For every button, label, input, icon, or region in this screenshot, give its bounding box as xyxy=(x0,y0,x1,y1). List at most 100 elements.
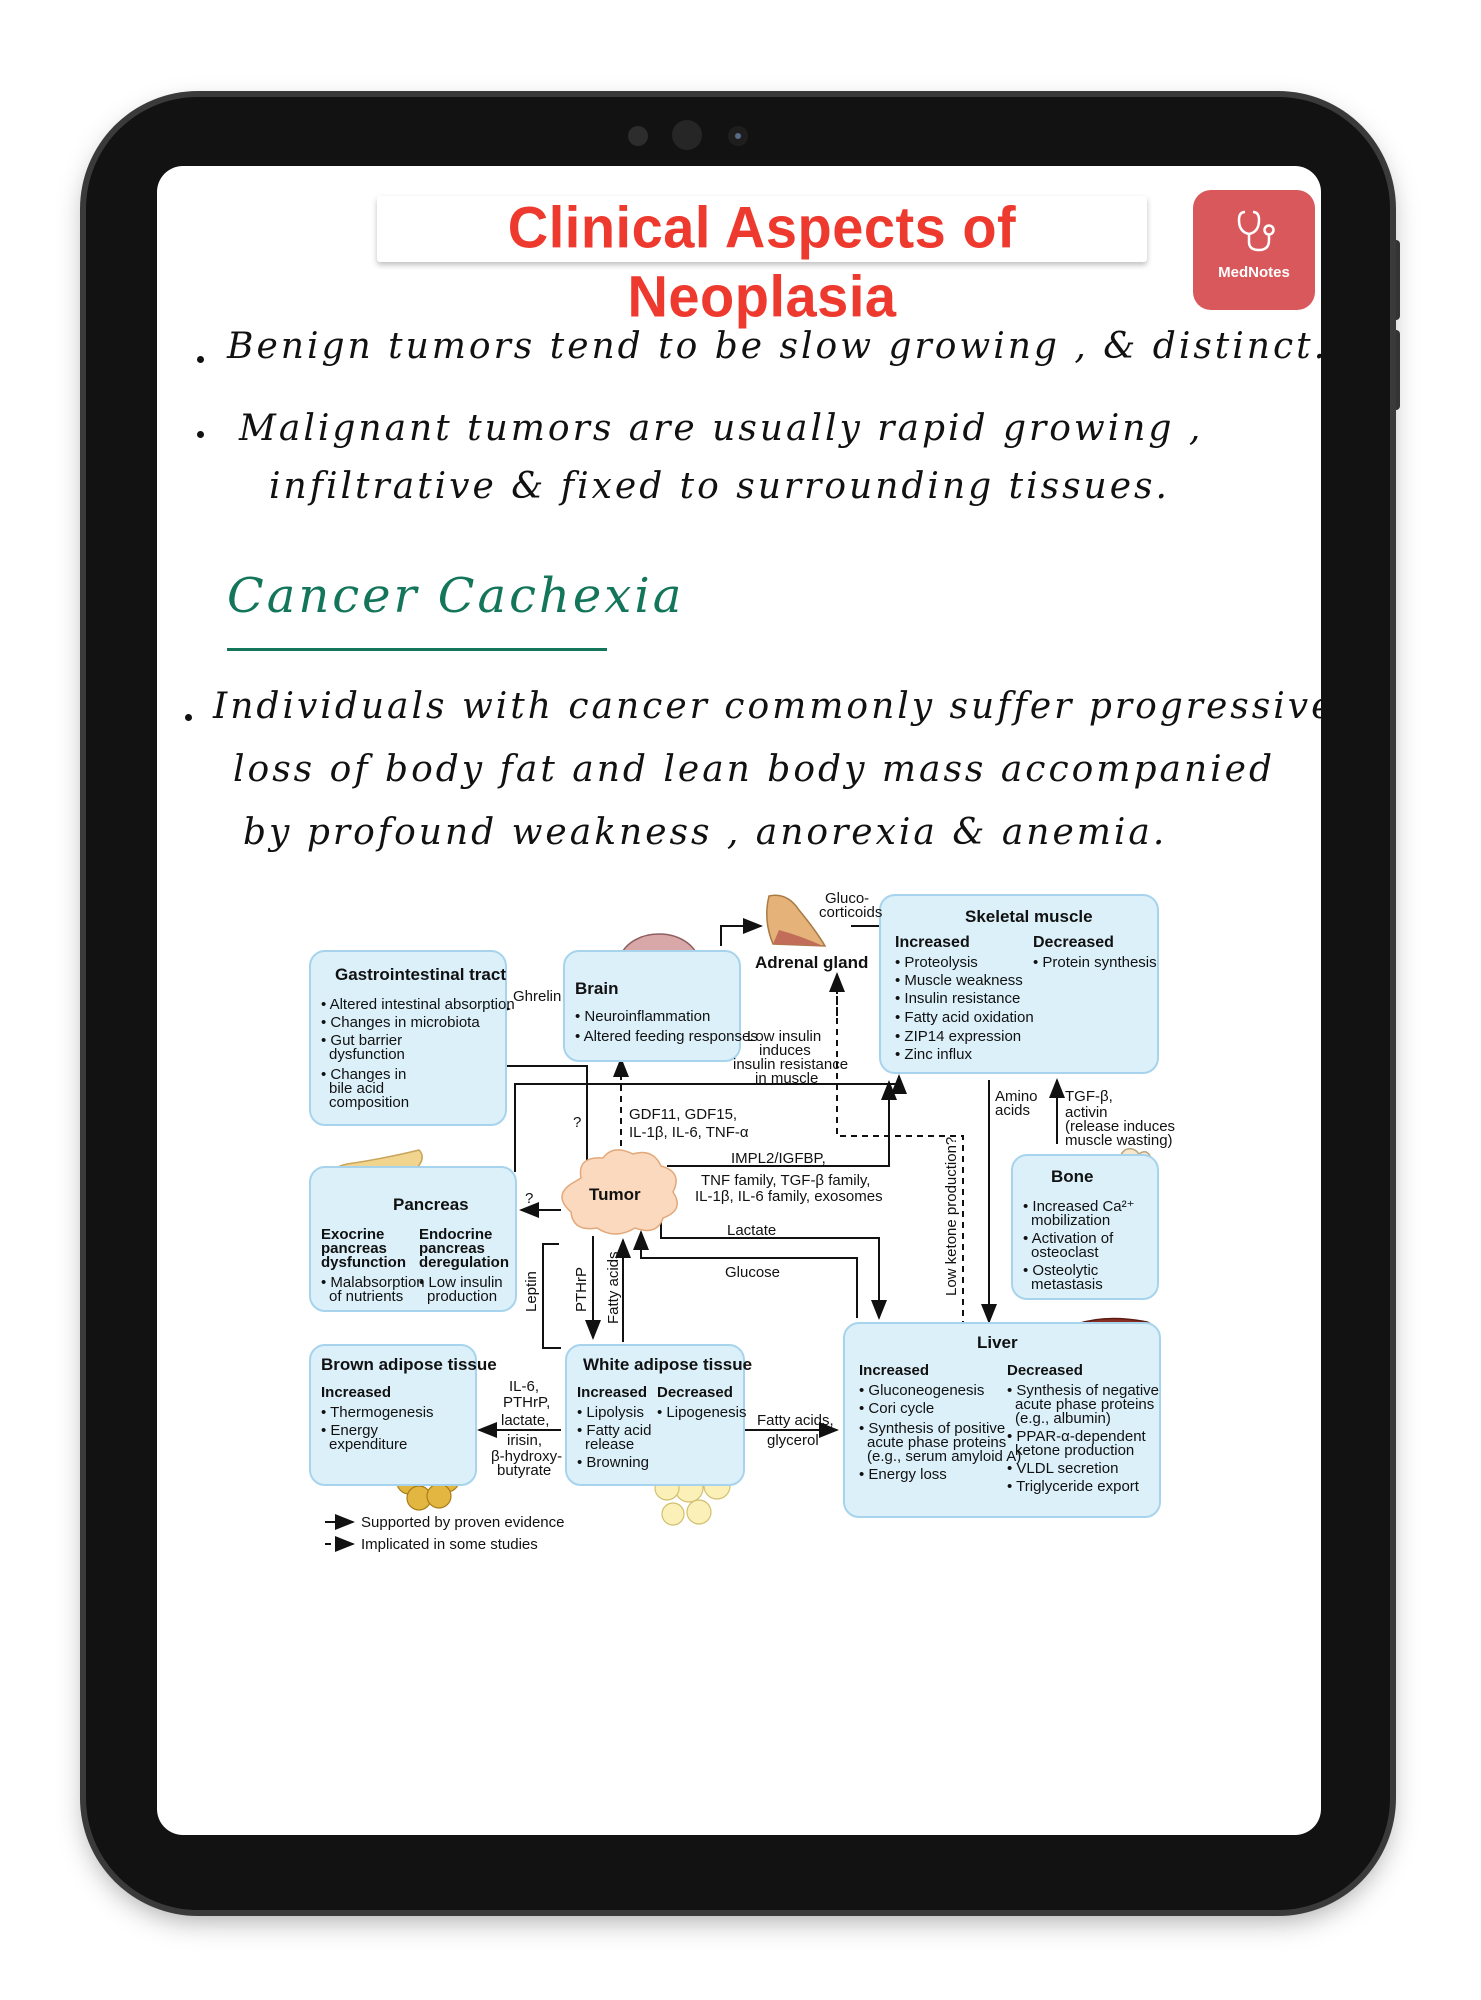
pancreas-title: Pancreas xyxy=(393,1195,469,1214)
white-inc-item: release xyxy=(585,1436,635,1453)
label-gdf: IL-1β, IL-6, TNF-α xyxy=(629,1124,749,1141)
label-il6: β-hydroxy- xyxy=(491,1448,563,1465)
note-benign: Benign tumors tend to be slow growing , … xyxy=(227,326,1321,367)
label-question: ? xyxy=(573,1114,582,1131)
bone-item: • Osteolytic xyxy=(1023,1262,1099,1279)
white-inc-item: • Lipolysis xyxy=(577,1404,644,1421)
label-fatty-acids: Fatty acids xyxy=(605,1251,622,1324)
label-fa-glycerol: glycerol xyxy=(767,1432,819,1449)
label-low-ketone: Low ketone production? xyxy=(943,1136,960,1296)
label-leptin: Leptin xyxy=(523,1271,540,1312)
page-title: Clinical Aspects of Neoplasia xyxy=(507,193,1017,330)
liver-dec-item: • PPAR-α-dependent xyxy=(1007,1428,1146,1445)
label-low-insulin: in muscle xyxy=(755,1070,819,1087)
white-title: White adipose tissue xyxy=(583,1355,753,1374)
liver-title: Liver xyxy=(977,1333,1018,1352)
label-amino: acids xyxy=(995,1102,1031,1119)
label-tgf: (release induces xyxy=(1065,1118,1176,1135)
arrow-low-ketone xyxy=(836,974,964,1324)
bone-item: osteoclast xyxy=(1031,1244,1099,1261)
brain-item: • Altered feeding responses xyxy=(575,1028,758,1045)
skeletal-inc-item: • Insulin resistance xyxy=(895,990,1021,1007)
brown-item: • Thermogenesis xyxy=(321,1404,434,1421)
bone-title: Bone xyxy=(1051,1167,1094,1186)
brain-title: Brain xyxy=(575,979,619,998)
white-inc-item: • Fatty acid xyxy=(577,1422,652,1439)
legend-dashed-label: Implicated in some studies xyxy=(361,1536,538,1553)
gi-item: • Gut barrier xyxy=(321,1032,403,1049)
liver-dec-item: (e.g., albumin) xyxy=(1015,1410,1111,1427)
label-gluco: corticoids xyxy=(819,904,883,921)
skeletal-inc-item: • Muscle weakness xyxy=(895,972,1023,989)
gi-item: dysfunction xyxy=(329,1046,405,1063)
skeletal-inc-item: • Fatty acid oxidation xyxy=(895,1009,1034,1026)
skeletal-muscle-box xyxy=(879,894,1159,1074)
brown-adipose-box xyxy=(309,1344,477,1486)
skeletal-inc-item: • Zinc influx xyxy=(895,1046,972,1063)
note-cachexia-line1: Individuals with cancer commonly suffer … xyxy=(213,686,1321,727)
note-malignant-line1: Malignant tumors are usually rapid growi… xyxy=(239,408,1204,449)
arrow-pancreas-skeletal xyxy=(514,1074,907,1172)
white-decreased-label: Decreased xyxy=(657,1384,733,1401)
pancreas-endo-label: pancreas xyxy=(419,1240,485,1257)
label-tnf: TNF family, TGF-β family, xyxy=(701,1172,871,1189)
label-il6: PTHrP, xyxy=(503,1394,551,1411)
label-tnf: IL-1β, IL-6 family, exosomes xyxy=(695,1188,883,1205)
pancreas-endo-item: production xyxy=(427,1288,498,1305)
brain-box xyxy=(563,950,741,1062)
gi-tract-box xyxy=(309,950,507,1126)
label-gdf: GDF11, GDF15, xyxy=(629,1106,738,1123)
liver-box xyxy=(843,1322,1161,1518)
camera-icon xyxy=(672,120,702,150)
note-cachexia-line3: by profound weakness , anorexia & anemia… xyxy=(243,812,1168,853)
label-low-insulin: insulin resistance xyxy=(733,1056,849,1073)
bone-box xyxy=(1011,1154,1159,1300)
liver-inc-item: • Gluconeogenesis xyxy=(859,1382,985,1399)
label-impl: IMPL2/IGFBP, xyxy=(731,1150,826,1167)
gi-item: bile acid xyxy=(329,1080,385,1097)
liver-inc-item: • Energy loss xyxy=(859,1466,947,1483)
label-il6: butyrate xyxy=(497,1462,552,1479)
gi-item: • Changes in microbiota xyxy=(321,1014,480,1031)
adrenal-illustration xyxy=(766,894,827,947)
label-low-insulin: Low insulin xyxy=(747,1028,822,1045)
skeletal-inc-item: • ZIP14 expression xyxy=(895,1028,1022,1045)
label-lactate: Lactate xyxy=(727,1222,777,1239)
liver-dec-item: ketone production xyxy=(1015,1442,1135,1459)
tablet-volume-down-button xyxy=(1392,330,1400,410)
brown-item: expenditure xyxy=(329,1436,408,1453)
label-low-insulin: induces xyxy=(759,1042,811,1059)
label-glucose: Glucose xyxy=(725,1264,781,1281)
label-tgf: TGF-β, xyxy=(1065,1088,1113,1105)
liver-decreased-label: Decreased xyxy=(1007,1362,1083,1379)
label-question: ? xyxy=(525,1190,534,1207)
gi-item: • Altered intestinal absorption xyxy=(321,996,515,1013)
skeletal-dec-item: • Protein synthesis xyxy=(1033,954,1157,971)
label-pthrp: PTHrP xyxy=(573,1267,590,1312)
pancreas-endo-label: deregulation xyxy=(419,1254,510,1271)
bone-item: mobilization xyxy=(1031,1212,1111,1229)
adrenal-title: Adrenal gland xyxy=(755,953,869,972)
pancreas-endo-label: Endocrine xyxy=(419,1226,493,1243)
liver-inc-item: (e.g., serum amyloid A) xyxy=(867,1448,1022,1465)
label-gluco: Gluco- xyxy=(825,890,870,907)
stethoscope-icon xyxy=(1237,210,1275,252)
arrow-brain-adrenal xyxy=(720,918,763,946)
label-tgf: activin xyxy=(1065,1104,1108,1121)
label-il6: irisin, xyxy=(507,1432,543,1449)
gi-title: Gastrointestinal tract xyxy=(335,965,506,984)
skeletal-title: Skeletal muscle xyxy=(965,907,1093,926)
pancreas-exo-label: pancreas xyxy=(321,1240,387,1257)
label-il6: lactate, xyxy=(501,1412,550,1429)
gi-item: composition xyxy=(329,1094,410,1111)
section-title-cachexia: Cancer Cachexia xyxy=(227,568,685,624)
tablet-top-button xyxy=(1212,92,1270,100)
skeletal-inc-item: • Proteolysis xyxy=(895,954,978,971)
brain-item: • Neuroinflammation xyxy=(575,1008,711,1025)
liver-dec-item: • VLDL secretion xyxy=(1007,1460,1119,1477)
pancreas-endo-item: • Low insulin xyxy=(419,1274,503,1291)
bone-item: metastasis xyxy=(1031,1276,1103,1293)
brown-item: • Energy xyxy=(321,1422,378,1439)
bone-item: • Activation of xyxy=(1023,1230,1114,1247)
liver-dec-item: acute phase proteins xyxy=(1015,1396,1155,1413)
